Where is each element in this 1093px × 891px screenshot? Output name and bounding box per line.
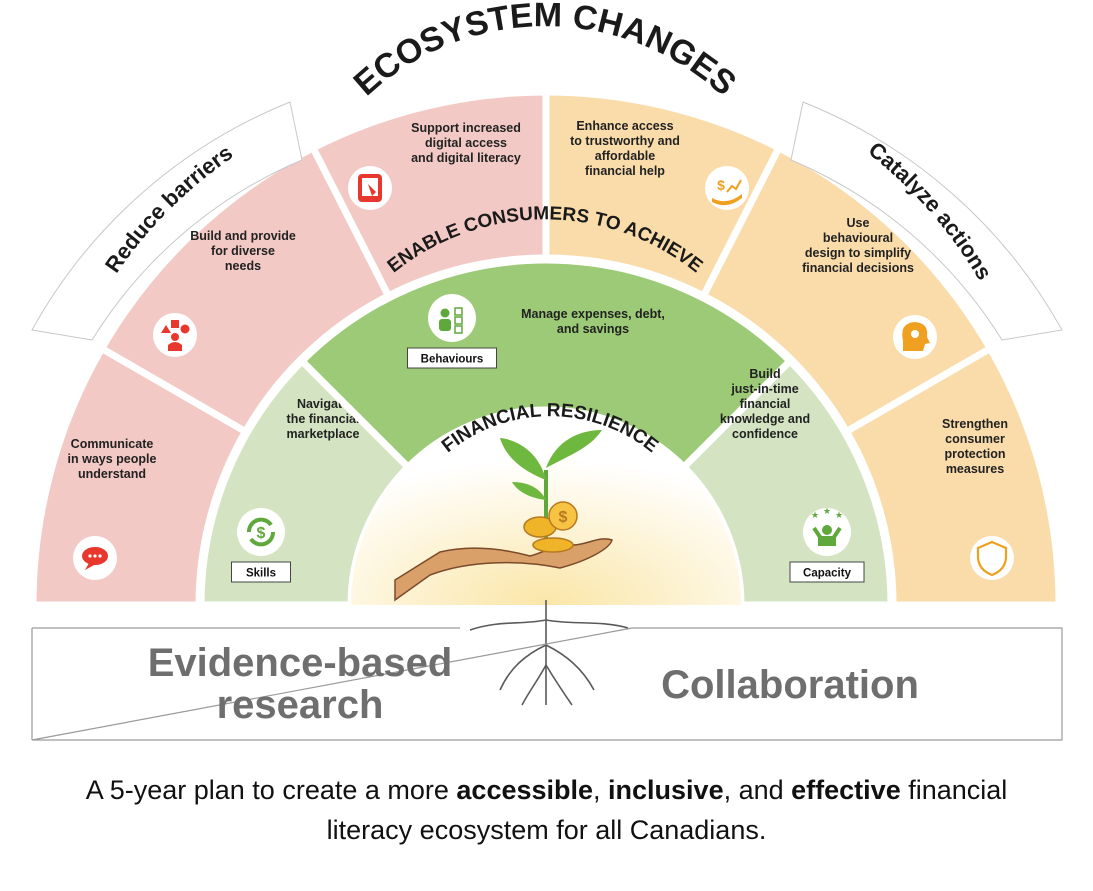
outer-segment-text: for diverse xyxy=(211,244,275,258)
person-checklist-icon xyxy=(428,294,476,342)
outer-segment-text: and digital literacy xyxy=(411,151,521,165)
tagline-text: , and xyxy=(723,775,792,805)
coin-icon xyxy=(532,537,574,553)
outer-segment-text: financial help xyxy=(585,164,665,178)
outer-segment-text: Enhance access xyxy=(576,119,673,133)
outer-segment-text: behavioural xyxy=(823,231,893,245)
outer-segment-text: in ways people xyxy=(68,452,157,466)
badge-skills xyxy=(231,561,291,583)
svg-text:★: ★ xyxy=(823,507,831,517)
tablet-hand-icon xyxy=(348,166,392,210)
middle-segment-text: knowledge and xyxy=(720,412,810,426)
tagline-bold: accessible xyxy=(456,775,594,805)
leaf-small-icon xyxy=(512,482,546,500)
svg-text:$: $ xyxy=(559,509,568,526)
outer-segment-text: design to simplify xyxy=(805,246,911,260)
outer-segment-text: digital access xyxy=(425,136,507,150)
middle-segment-text: and savings xyxy=(557,322,629,336)
outer-segment-text: Strengthen xyxy=(942,417,1008,431)
dollar-cycle-icon: $ xyxy=(237,508,285,556)
outer-segment-text: understand xyxy=(78,467,146,481)
outer-segment-text: Communicate xyxy=(71,437,154,451)
badge-label: Skills xyxy=(246,568,276,580)
outer-segment-text: Build and provide xyxy=(190,229,296,243)
svg-text:★: ★ xyxy=(811,511,819,521)
middle-segment-text: Build xyxy=(749,367,780,381)
shield-icon xyxy=(970,536,1014,580)
roots-icon xyxy=(469,600,629,706)
collaboration-label: Collaboration xyxy=(661,663,919,707)
person-stars-icon: ★ ★ ★ xyxy=(803,507,851,556)
catalyze-actions-band xyxy=(790,101,1063,341)
tagline-text: A 5-year plan to create a more xyxy=(85,775,457,805)
svg-text:$: $ xyxy=(257,525,266,542)
middle-segment-text: confidence xyxy=(732,427,798,441)
tagline-line2: literacy ecosystem for all Canadians. xyxy=(326,815,767,845)
middle-segment-text: marketplace xyxy=(287,427,360,441)
foundation-box xyxy=(31,627,1063,741)
hand xyxy=(394,538,613,602)
outer-segment-text: needs xyxy=(225,259,261,273)
middle-segment-text: Navigate xyxy=(297,397,349,411)
middle-segment-text: the financial xyxy=(287,412,360,426)
ecosystem-title: ECOSYSTEM CHANGES xyxy=(347,0,744,103)
badge-label: Behaviours xyxy=(421,354,484,366)
tagline-line1: A 5-year plan to create a more accessibl… xyxy=(0,770,1093,810)
outer-segment-text: affordable xyxy=(595,149,655,163)
tagline-text: , xyxy=(593,775,609,805)
tagline-bold: effective xyxy=(791,775,901,805)
badge-capacity xyxy=(789,561,865,583)
head-puzzle-icon xyxy=(893,315,937,359)
speech-bubble-icon xyxy=(73,536,117,580)
badge-behaviours xyxy=(407,347,497,369)
tagline: A 5-year plan to create a more accessibl… xyxy=(0,770,1093,850)
evidence-based-line1: Evidence-based xyxy=(148,641,453,685)
leaf-left-icon xyxy=(500,438,546,480)
shapes-person-icon xyxy=(153,313,197,357)
evidence-based-line2: research xyxy=(217,683,384,727)
leaf-right-icon xyxy=(546,430,602,468)
middle-segment-text: Manage expenses, debt, xyxy=(521,307,665,321)
hand-money-icon: $ xyxy=(705,166,749,210)
outer-segment-text: measures xyxy=(946,462,1004,476)
outer-segment-text: to trustworthy and xyxy=(570,134,680,148)
tagline-bold: inclusive xyxy=(608,775,724,805)
outer-segment-text: protection xyxy=(944,447,1005,461)
coin-icon xyxy=(548,501,578,531)
outer-segment-text: Support increased xyxy=(411,121,521,135)
reduce-barriers-band xyxy=(31,101,303,341)
middle-segment-text: financial xyxy=(740,397,791,411)
svg-text:★: ★ xyxy=(835,511,843,521)
outer-segment-text: consumer xyxy=(945,432,1005,446)
plant-hand-illustration: $ xyxy=(394,430,629,706)
middle-segment-text: just-in-time xyxy=(730,382,798,396)
outer-segment-text: Use xyxy=(847,216,870,230)
svg-text:$: $ xyxy=(717,177,725,193)
outer-segment-text: financial decisions xyxy=(802,261,914,275)
badge-label: Capacity xyxy=(803,568,852,580)
tagline-text: financial xyxy=(900,775,1008,805)
